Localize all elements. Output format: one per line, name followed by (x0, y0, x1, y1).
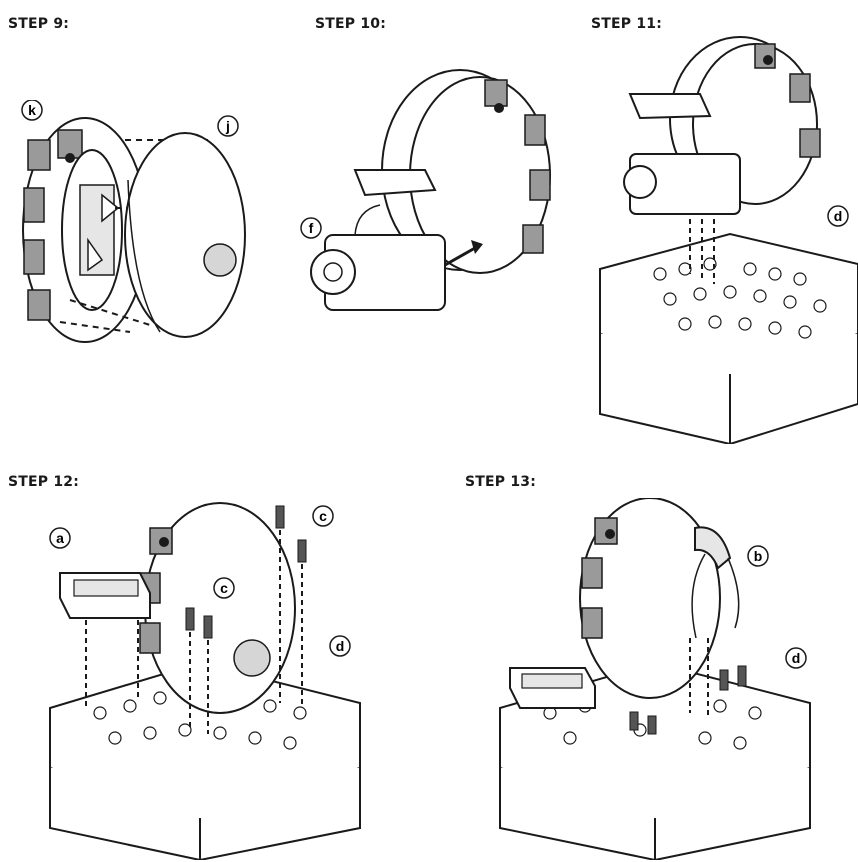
step-12-title: STEP 12: (8, 474, 80, 490)
callout-d-marker (329, 635, 351, 657)
callout-c-top-marker (312, 505, 334, 527)
callout-d: d (834, 208, 843, 224)
callout-b-marker (747, 545, 769, 567)
callout-f: f (309, 220, 314, 236)
callout-c-mid: c (220, 580, 228, 596)
callout-j: j (225, 118, 230, 134)
step-9-title: STEP 9: (8, 16, 70, 32)
callout-j-marker (217, 115, 239, 137)
callout-c-top: c (319, 508, 327, 524)
callout-f-marker (300, 217, 322, 239)
wheel-hub-exploded-diagram: k j (21, 100, 246, 343)
callout-k: k (28, 102, 36, 118)
step-9-illustration: k j (10, 100, 280, 360)
callout-d: d (792, 650, 801, 666)
callout-b: b (754, 548, 763, 564)
callout-a: a (56, 530, 64, 546)
step-10-title: STEP 10: (315, 16, 387, 32)
callout-a-marker (49, 527, 71, 549)
battery-holder-pegs-diagram: a c c d (49, 502, 361, 860)
step-13-title: STEP 13: (465, 474, 537, 490)
step-10-illustration: f (285, 60, 575, 360)
callout-k-marker (21, 100, 43, 121)
assembly-on-box-diagram: d (599, 36, 858, 444)
callout-d-marker (827, 205, 849, 227)
callout-c-mid-marker (213, 577, 235, 599)
motor-insert-diagram: f (300, 69, 551, 311)
callout-d: d (336, 638, 345, 654)
step-11-illustration: d (590, 34, 858, 444)
step-13-illustration: b d (490, 498, 830, 860)
step-12-illustration: a c c d (40, 498, 370, 860)
clip-final-assembly-diagram: b d (499, 498, 811, 860)
callout-d-marker (785, 647, 807, 669)
step-11-title: STEP 11: (591, 16, 663, 32)
